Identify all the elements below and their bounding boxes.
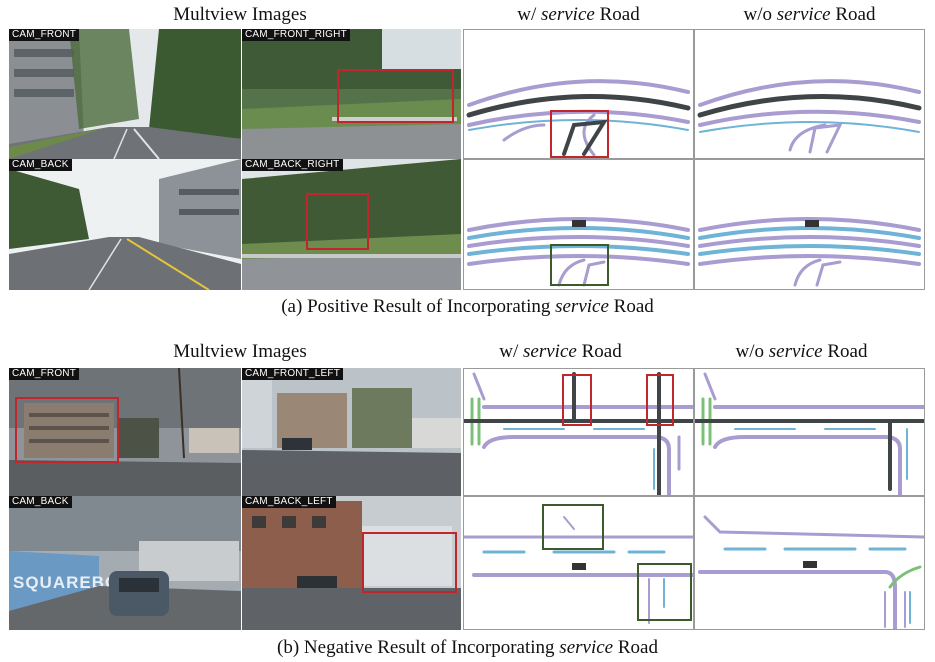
panel-b-header-images: Multview Images [173, 341, 307, 362]
cam-label: CAM_FRONT_LEFT [242, 368, 344, 380]
panel-b-header-without: w/o service Road [735, 341, 868, 362]
map-drawing [467, 217, 690, 287]
cam-front-scene [9, 29, 241, 159]
panel-a-header-with: w/ service Road [517, 4, 640, 25]
highlight-box-red [15, 397, 119, 463]
panel-a-map-with-bottom [463, 159, 694, 290]
panel-a-cam-back-right: CAM_BACK_RIGHT [242, 159, 461, 290]
panel-a-map-without-top [694, 29, 925, 159]
panel-a-cam-back: CAM_BACK [9, 159, 241, 290]
map-drawing [466, 79, 691, 157]
highlight-box-red [337, 69, 454, 123]
cam-label: CAM_FRONT [9, 29, 80, 41]
highlight-box-red [550, 110, 609, 158]
highlight-box-red [306, 193, 369, 250]
panel-b-map-with-top [463, 368, 694, 496]
highlight-box-red [362, 532, 457, 593]
panel-a-map-without-bottom [694, 159, 925, 290]
highlight-box-green [542, 504, 604, 550]
highlight-box-red [646, 374, 674, 426]
panel-a-header-images: Multview Images [173, 4, 307, 25]
cam-back-scene [9, 159, 241, 290]
panel-a-map-with-top [463, 29, 694, 159]
cam-label: CAM_FRONT_RIGHT [242, 29, 350, 41]
highlight-box-red [562, 374, 592, 426]
map-drawing [695, 372, 924, 495]
panel-b-cam-back: SQUAREBOSTON CAM_BACK [9, 496, 241, 630]
panel-b-map-without-bottom [694, 496, 925, 630]
cam-back-left-scene [242, 496, 461, 630]
panel-b-cam-front-left: CAM_FRONT_LEFT [242, 368, 461, 496]
panel-a-cam-front: CAM_FRONT [9, 29, 241, 159]
cam-label: CAM_BACK_RIGHT [242, 159, 343, 171]
panel-a-cam-front-right: CAM_FRONT_RIGHT [242, 29, 461, 159]
cam-back-right-scene [242, 159, 461, 290]
highlight-box-green [637, 563, 692, 621]
map-drawing [698, 217, 921, 287]
cam-label: CAM_BACK_LEFT [242, 496, 336, 508]
panel-b-cam-front: CAM_FRONT [9, 368, 241, 496]
highlight-box-green [550, 244, 609, 286]
panel-b-header-with: w/ service Road [499, 341, 622, 362]
cam-back-scene: SQUAREBOSTON [9, 496, 241, 630]
cam-label: CAM_FRONT [9, 368, 80, 380]
panel-b-map-with-bottom [463, 496, 694, 630]
map-drawing [698, 515, 924, 629]
map-drawing [464, 372, 693, 495]
panel-b-cam-back-left: CAM_BACK_LEFT [242, 496, 461, 630]
panel-a-header-without: w/o service Road [743, 4, 876, 25]
map-drawing [697, 79, 922, 154]
cam-front-left-scene [242, 368, 461, 496]
panel-b-map-without-top [694, 368, 925, 496]
map-drawing [464, 516, 693, 624]
cam-label: CAM_BACK [9, 496, 72, 508]
panel-b-caption: (b) Negative Result of Incorporating ser… [277, 637, 658, 658]
cam-label: CAM_BACK [9, 159, 72, 171]
cam-front-scene [9, 368, 241, 496]
panel-a-caption: (a) Positive Result of Incorporating ser… [281, 296, 654, 317]
